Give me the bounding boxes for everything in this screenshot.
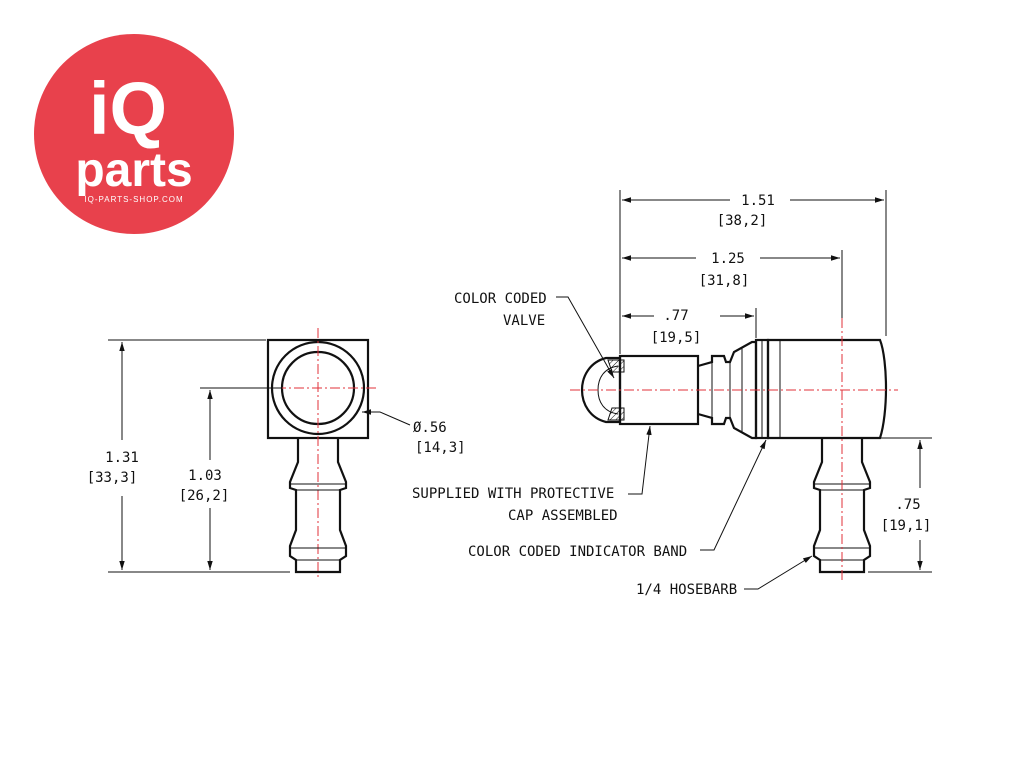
- front-center-metric: [31,8]: [699, 273, 750, 289]
- side-center-height-metric: [26,2]: [179, 488, 230, 504]
- front-dome-cap: [580, 356, 622, 424]
- side-diameter-metric: [14,3]: [415, 440, 466, 456]
- callout-cap-leader: [628, 425, 652, 495]
- callout-hosebarb: 1/4 HOSEBARB: [636, 582, 737, 598]
- front-body-metric: [19,5]: [651, 330, 702, 346]
- front-body-label: .77: [663, 308, 688, 324]
- side-diameter-leader: [362, 409, 411, 426]
- callouts: COLOR CODED VALVE SUPPLIED WITH PROTECTI…: [412, 291, 813, 598]
- front-valve-hatch-bottom: [607, 407, 625, 421]
- callout-valve-line1: COLOR CODED: [454, 291, 547, 307]
- side-view: 1.31 [33,3] 1.03 [26,2] Ø.56 [14,3]: [87, 328, 466, 580]
- front-barb-label: .75: [895, 497, 920, 513]
- callout-cap-line2: CAP ASSEMBLED: [508, 508, 618, 524]
- callout-cap-line1: SUPPLIED WITH PROTECTIVE: [412, 486, 614, 502]
- callout-valve-line2: VALVE: [503, 313, 545, 329]
- side-hosebarb: [288, 438, 348, 574]
- side-height-label: 1.31: [105, 450, 139, 466]
- side-center-height-label: 1.03: [188, 468, 222, 484]
- front-valve-hatch-top: [607, 359, 625, 373]
- callout-hosebarb-leader: [744, 555, 813, 590]
- front-center-label: 1.25: [711, 251, 745, 267]
- side-diameter-label: Ø.56: [413, 420, 447, 436]
- logo-website: IQ-PARTS-SHOP.COM: [84, 195, 183, 204]
- side-height-metric: [33,3]: [87, 470, 138, 486]
- front-elbow-body: [766, 338, 888, 440]
- logo-circle: [34, 34, 234, 234]
- logo-brand-bottom: parts: [75, 144, 192, 197]
- logo-brand-top: iQ: [89, 67, 167, 150]
- iq-parts-logo: iQ parts IQ-PARTS-SHOP.COM: [34, 34, 234, 234]
- callout-band: COLOR CODED INDICATOR BAND: [468, 544, 687, 560]
- front-overall-label: 1.51: [741, 193, 775, 209]
- callout-band-leader: [700, 439, 767, 551]
- front-view: 1.51 [38,2] 1.25 [31,8] .77 [19,5] .75 […: [570, 190, 932, 582]
- callout-valve-leader: [556, 296, 615, 379]
- front-barb-metric: [19,1]: [881, 518, 932, 534]
- front-overall-metric: [38,2]: [717, 213, 768, 229]
